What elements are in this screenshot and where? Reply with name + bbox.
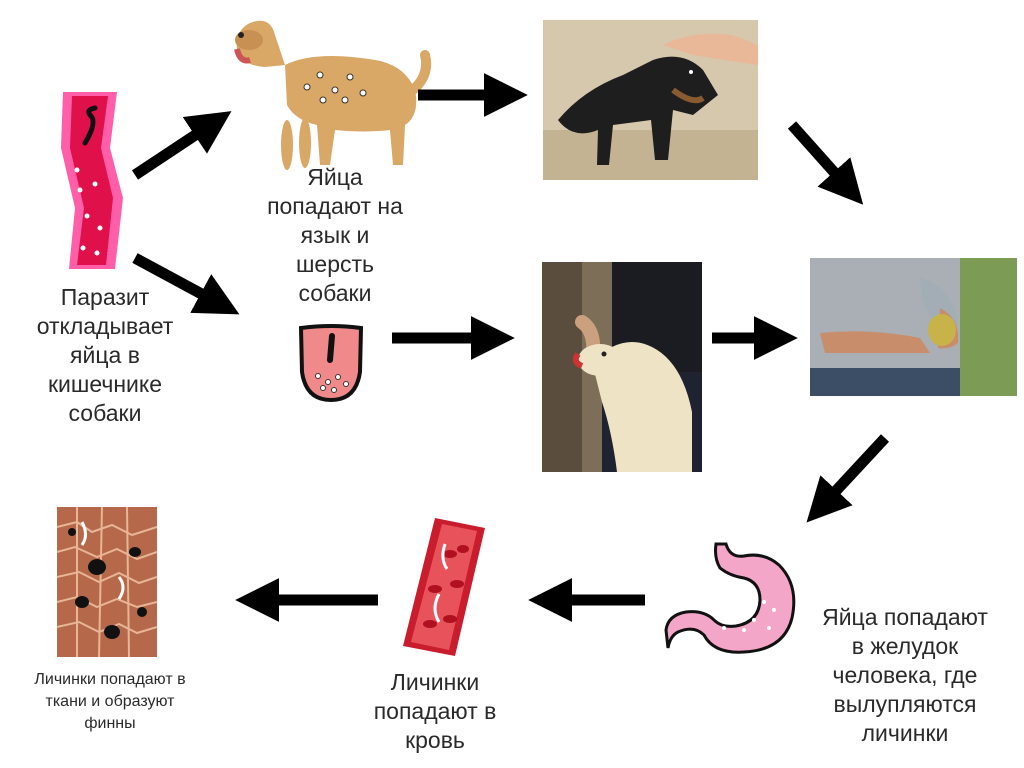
photo-petting-dog (543, 20, 758, 180)
dog-with-eggs-illustration (225, 5, 435, 175)
label-stomach: Яйца попадают в желудок человека, где вы… (822, 604, 988, 746)
photo-man-with-fruit (810, 258, 1017, 396)
arrow-photo-down-right (787, 121, 864, 205)
label-intestine: Паразит откладывает яйца в кишечнике соб… (36, 284, 174, 426)
tissue-illustration (57, 507, 157, 657)
arrow-man-to-stomach (806, 434, 890, 523)
arrow-intestine-to-tongue (132, 253, 240, 315)
intestine-illustration (55, 88, 130, 273)
label-tongue-fur: Яйца попадают на язык и шерсть собаки (267, 164, 403, 306)
blood-vessel-illustration (395, 514, 490, 659)
stomach-illustration (664, 540, 804, 660)
tongue-illustration (296, 322, 366, 404)
label-tissue: Личинки попадают в ткани и образуют финн… (34, 671, 186, 732)
photo-dog-licking-man (542, 262, 702, 472)
label-blood: Личинки попадают в кровь (373, 669, 497, 753)
arrow-intestine-to-dog (131, 111, 232, 180)
